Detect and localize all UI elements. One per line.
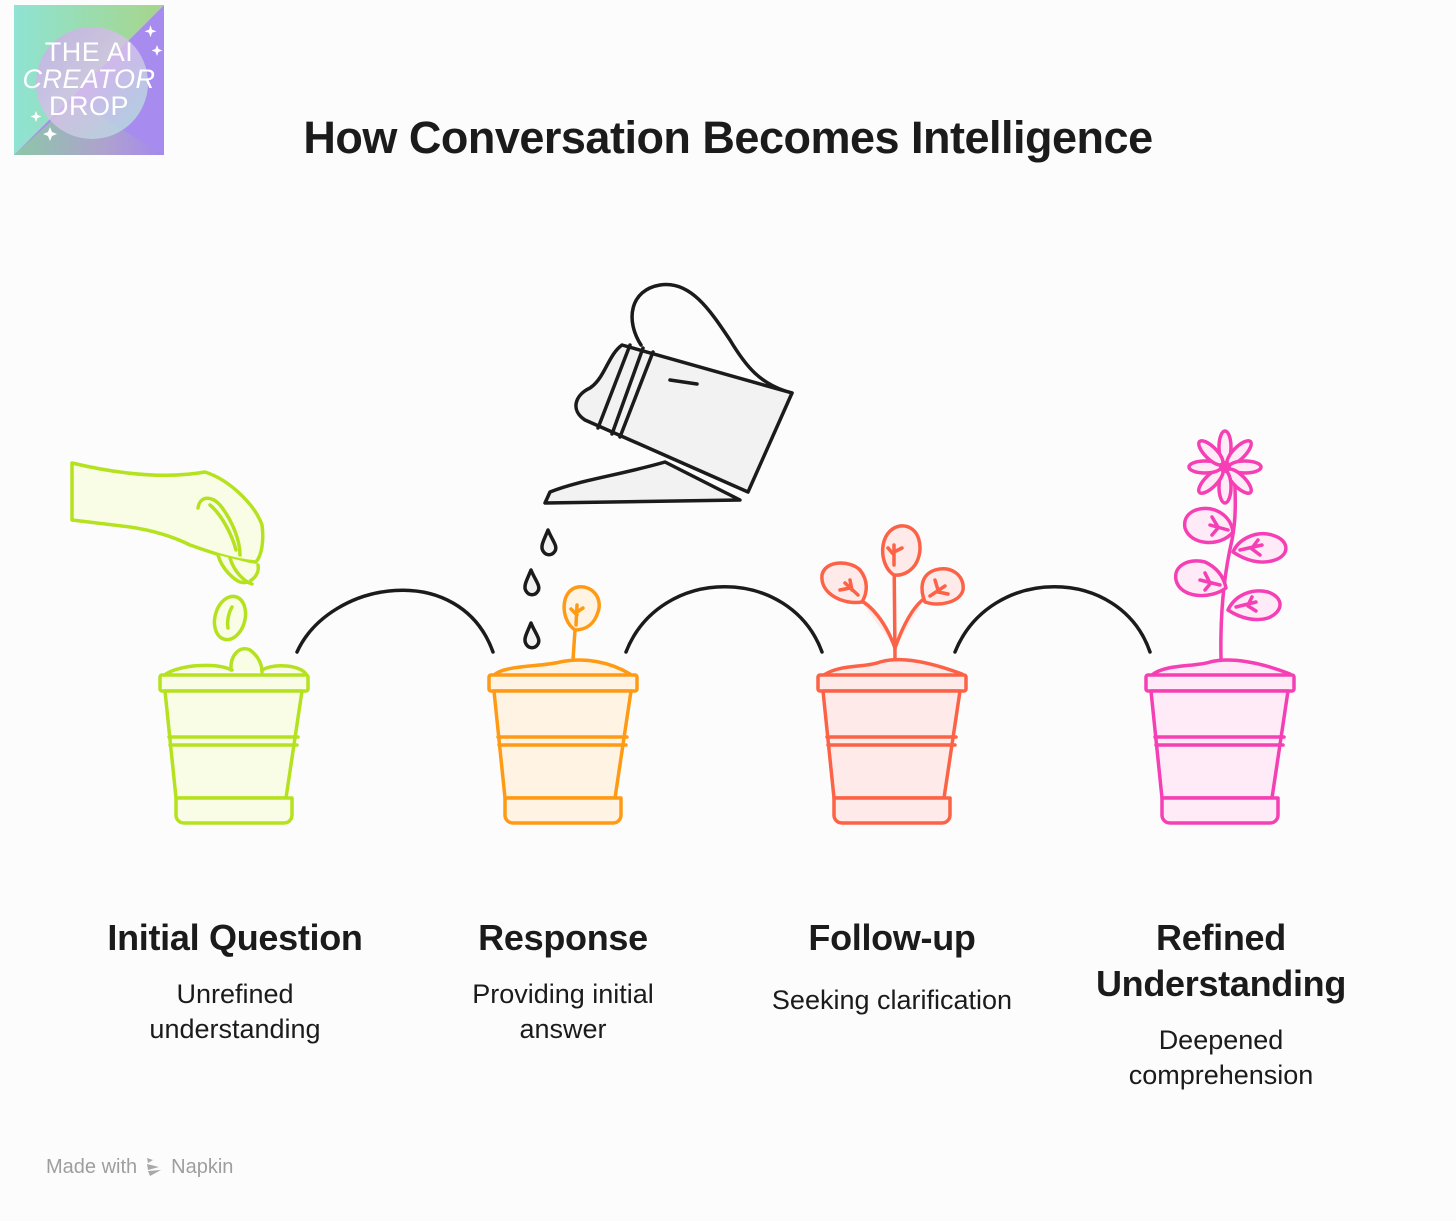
connector-arc-1 [295,588,495,654]
water-drops-icon [523,528,558,650]
made-with-napkin-footer: Made with Napkin [46,1154,233,1180]
step-description: Providing initial answer [472,979,654,1044]
pot-4 [1144,673,1296,825]
sprout-icon [492,585,632,677]
step-description: Unrefined understanding [149,979,321,1044]
hand-dropping-seeds-icon [70,461,308,676]
pot-2 [487,673,639,825]
step-follow-up: Follow-up Seeking clarification [727,915,1057,1018]
step-title: Response [478,917,648,958]
diagram-title: How Conversation Becomes Intelligence [303,112,1153,163]
made-with-label: Made with [46,1155,138,1178]
step-response: Response Providing initial answer [398,915,728,1047]
step-title: Follow-up [808,917,976,958]
pot-1 [158,673,310,825]
creator-drop-logo: THE AI CREATOR DROP [14,5,164,155]
logo-line-2: CREATOR [22,64,156,94]
logo-text: THE AI CREATOR DROP [14,39,164,120]
napkin-logo-icon [147,1158,162,1176]
logo-line-3: DROP [48,91,129,121]
logo-line-1: THE AI [44,37,134,67]
flowering-plant-icon [1150,429,1292,677]
step-title: Initial Question [107,917,363,958]
step-initial-question: Initial Question Unrefined understanding [70,915,400,1047]
step-title: Refined Understanding [1095,917,1347,1004]
logo-background [14,5,164,155]
step-description: Deepened comprehension [1128,1025,1314,1090]
connector-arcs [295,585,1152,654]
step-refined-understanding: Refined Understanding Deepened comprehen… [1056,915,1386,1093]
connector-arc-2 [624,585,824,654]
pot-3 [816,673,968,825]
step-description: Seeking clarification [771,985,1013,1015]
growing-plant-icon [820,524,965,677]
napkin-brand-label: Napkin [171,1155,234,1178]
connector-arc-3 [953,585,1152,654]
watering-can-icon [543,282,794,505]
